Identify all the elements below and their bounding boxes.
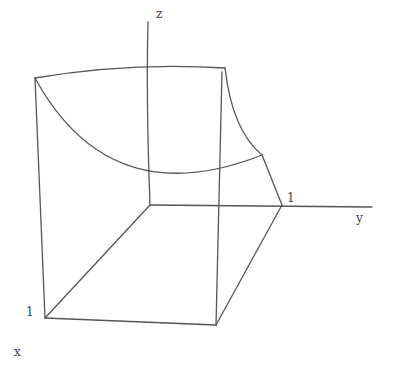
base-front-edge: [45, 318, 216, 325]
y-axis: [150, 205, 372, 207]
z-axis: [147, 22, 150, 205]
tick-label: 1: [287, 192, 295, 204]
front-right-vertical: [216, 72, 222, 325]
axis-label: y: [356, 212, 363, 224]
front-left-vertical: [35, 78, 45, 318]
surface-parabola: [35, 78, 262, 173]
base-right-edge: [216, 205, 282, 325]
axis-label: z: [156, 8, 162, 20]
surface-corner-edge: [262, 155, 282, 205]
axis-label: x: [14, 346, 21, 358]
tick-label: 1: [26, 306, 34, 318]
surface-top-edge: [35, 66, 225, 78]
x-axis: [45, 205, 150, 318]
surface-right-edge: [225, 68, 262, 155]
